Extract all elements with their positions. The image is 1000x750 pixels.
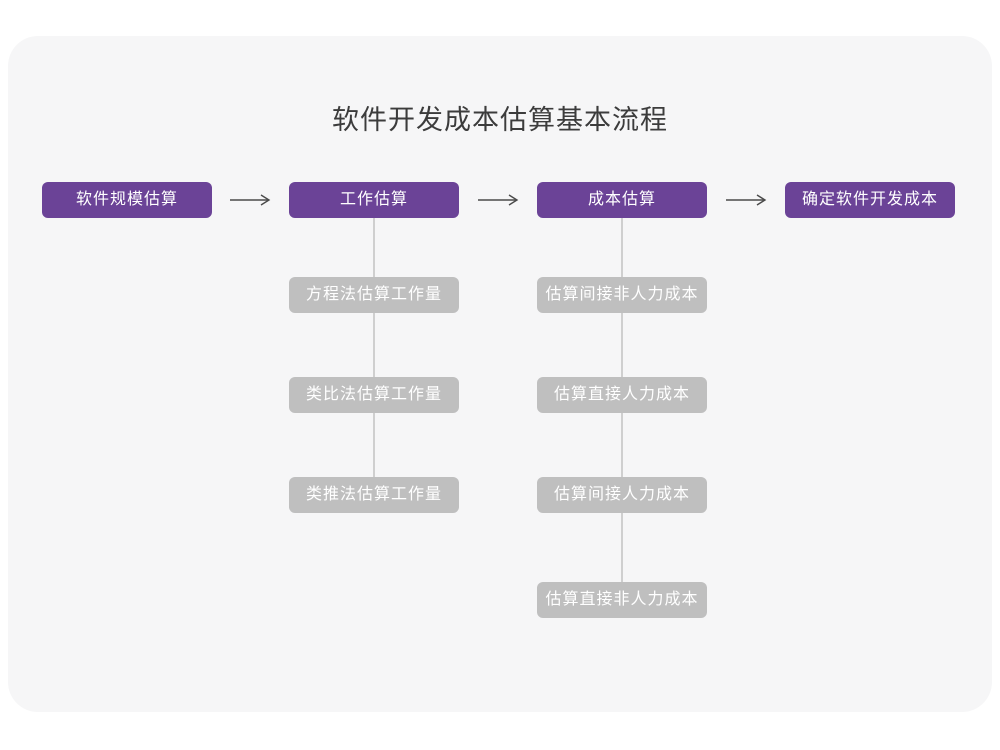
subnode-indirect-labor-cost[interactable]: 估算间接人力成本 <box>537 477 707 513</box>
right-arrow-icon <box>230 193 272 207</box>
subnode-direct-nonlabor-cost[interactable]: 估算直接非人力成本 <box>537 582 707 618</box>
subnode-analogy-method[interactable]: 类比法估算工作量 <box>289 377 459 413</box>
flow-node-software-scale-estimation[interactable]: 软件规模估算 <box>42 182 212 218</box>
right-arrow-icon <box>478 193 520 207</box>
right-arrow-icon <box>726 193 768 207</box>
flow-node-determine-dev-cost[interactable]: 确定软件开发成本 <box>785 182 955 218</box>
subnode-direct-labor-cost[interactable]: 估算直接人力成本 <box>537 377 707 413</box>
flow-node-work-estimation[interactable]: 工作估算 <box>289 182 459 218</box>
diagram-canvas <box>8 36 992 712</box>
subnode-extrapolation-method[interactable]: 类推法估算工作量 <box>289 477 459 513</box>
connector-line-work-column <box>373 218 375 477</box>
flow-node-cost-estimation[interactable]: 成本估算 <box>537 182 707 218</box>
subnode-equation-method[interactable]: 方程法估算工作量 <box>289 277 459 313</box>
subnode-indirect-nonlabor-cost[interactable]: 估算间接非人力成本 <box>537 277 707 313</box>
diagram-title: 软件开发成本估算基本流程 <box>332 105 668 135</box>
